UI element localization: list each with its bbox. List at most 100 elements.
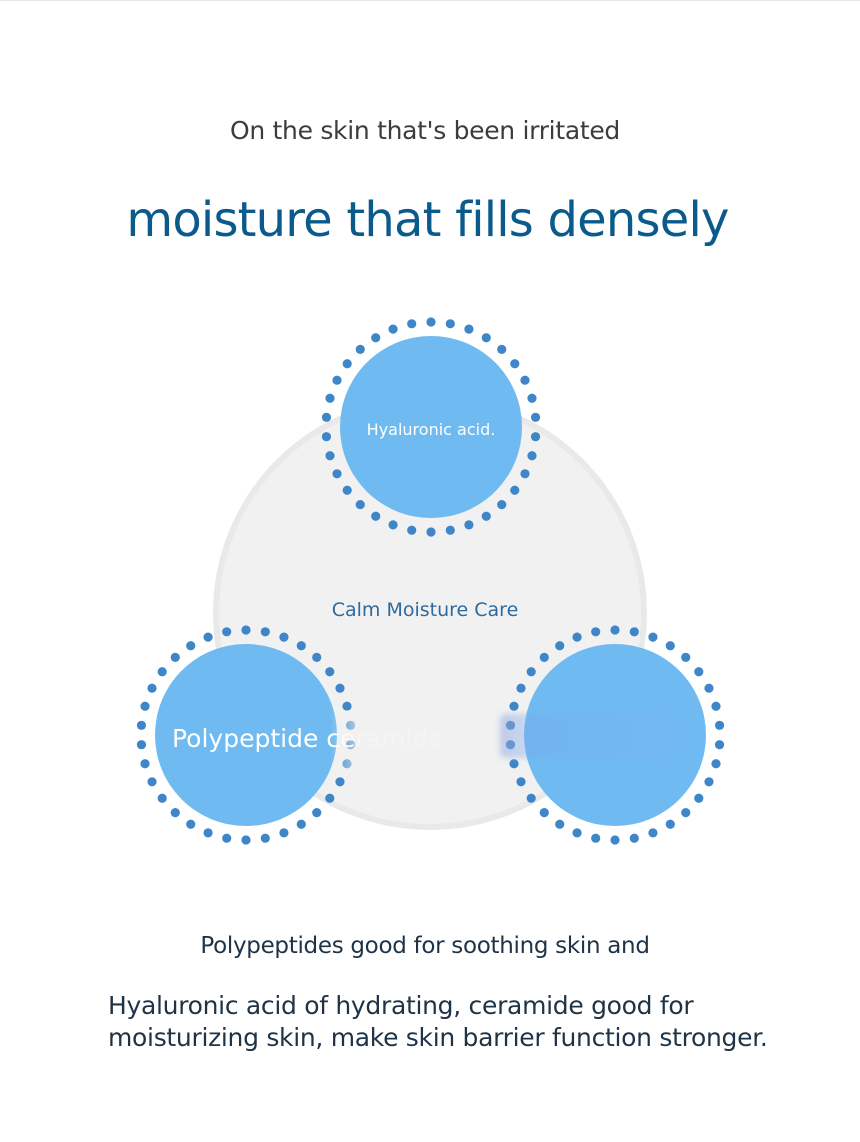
ring-dot-polypeptide <box>203 632 213 642</box>
ring-dot-hyaluronic <box>481 511 491 521</box>
description-line-1: Polypeptides good for soothing skin and <box>200 933 650 959</box>
ring-dot-ceramide <box>665 819 675 829</box>
ring-dot-ceramide <box>665 641 675 651</box>
ring-dot-polypeptide <box>157 667 167 677</box>
ring-dot-ceramide <box>629 833 639 843</box>
ring-dot-hyaluronic <box>321 412 332 422</box>
ring-dot-polypeptide <box>186 641 196 651</box>
ring-dot-polypeptide <box>203 828 213 838</box>
ring-dot-polypeptide <box>147 683 157 693</box>
ring-dot-polypeptide <box>157 793 167 803</box>
ring-dot-polypeptide <box>222 627 232 637</box>
ring-dot-polypeptide <box>335 777 345 787</box>
ring-dot-ceramide <box>591 833 601 843</box>
ring-dot-polypeptide <box>140 759 150 769</box>
ring-dot-ceramide <box>694 793 704 803</box>
ring-dot-polypeptide <box>325 793 335 803</box>
ring-dot-hyaluronic <box>388 520 398 530</box>
ring-dot-ceramide <box>539 808 549 818</box>
ring-dot-polypeptide <box>170 652 180 662</box>
ring-dot-polypeptide <box>241 835 251 845</box>
ring-dot-polypeptide <box>147 777 157 787</box>
ring-dot-polypeptide <box>279 632 289 642</box>
ring-dot-ceramide <box>681 808 691 818</box>
ring-dot-hyaluronic <box>332 375 342 385</box>
ingredient-diagram: Hyaluronic acid. Calm Moisture Care Poly… <box>0 290 860 870</box>
ring-dot-ceramide <box>681 652 691 662</box>
ring-dot-ceramide <box>539 652 549 662</box>
ring-dot-polypeptide <box>241 625 251 635</box>
intro-subtitle: On the skin that's been irritated <box>229 116 620 145</box>
ring-dot-polypeptide <box>222 833 232 843</box>
ring-dot-ceramide <box>704 683 714 693</box>
ring-dot-ceramide <box>714 720 725 730</box>
circle-hyaluronic <box>340 336 522 518</box>
ring-dot-hyaluronic <box>510 359 520 369</box>
ring-dot-hyaluronic <box>445 319 455 329</box>
ring-dot-ceramide <box>555 641 565 651</box>
label-calm-moisture-care: Calm Moisture Care <box>331 599 519 621</box>
ring-dot-hyaluronic <box>325 393 335 403</box>
ring-dot-hyaluronic <box>530 432 541 442</box>
ring-dot-ceramide <box>648 632 658 642</box>
ring-dot-polypeptide <box>342 701 352 711</box>
ring-dot-hyaluronic <box>527 393 537 403</box>
ring-dot-polypeptide <box>296 819 306 829</box>
ring-dot-hyaluronic <box>342 485 352 495</box>
ring-dot-ceramide <box>711 701 721 711</box>
ring-dot-polypeptide <box>170 808 180 818</box>
ring-dot-polypeptide <box>186 819 196 829</box>
ring-dot-polypeptide <box>335 683 345 693</box>
ring-dot-ceramide <box>526 793 536 803</box>
ring-dot-hyaluronic <box>321 432 332 442</box>
label-fade-overlay <box>330 710 460 770</box>
ring-dot-hyaluronic <box>355 344 365 354</box>
ring-dot-hyaluronic <box>325 451 335 461</box>
ring-dot-hyaluronic <box>426 527 436 537</box>
ring-dot-hyaluronic <box>342 359 352 369</box>
ring-dot-hyaluronic <box>445 525 455 535</box>
ring-dot-polypeptide <box>325 667 335 677</box>
ring-dot-hyaluronic <box>332 469 342 479</box>
ring-dot-polypeptide <box>136 720 147 730</box>
ring-dot-ceramide <box>572 632 582 642</box>
ring-dot-ceramide <box>516 777 526 787</box>
ring-dot-ceramide <box>629 627 639 637</box>
ring-dot-polypeptide <box>312 652 322 662</box>
ring-dot-ceramide <box>591 627 601 637</box>
ring-dot-ceramide <box>526 667 536 677</box>
ring-dot-hyaluronic <box>530 412 541 422</box>
ring-dot-hyaluronic <box>481 333 491 343</box>
ring-dot-ceramide <box>610 625 620 635</box>
ring-dot-polypeptide <box>136 740 147 750</box>
right-circle-blurred-label <box>500 714 680 758</box>
ring-dot-hyaluronic <box>510 485 520 495</box>
ingredient-diagram-graphic <box>136 317 725 845</box>
ring-dot-ceramide <box>509 759 519 769</box>
description-line-2: Hyaluronic acid of hydrating, ceramide g… <box>108 991 768 1052</box>
ring-dot-polypeptide <box>312 808 322 818</box>
ring-dot-hyaluronic <box>527 451 537 461</box>
ring-dot-hyaluronic <box>407 525 417 535</box>
ring-dot-hyaluronic <box>464 324 474 334</box>
circle-polypeptide <box>155 644 337 826</box>
ring-dot-hyaluronic <box>464 520 474 530</box>
ring-dot-ceramide <box>572 828 582 838</box>
ring-dot-hyaluronic <box>520 469 530 479</box>
ring-dot-polypeptide <box>296 641 306 651</box>
ring-dot-hyaluronic <box>426 317 436 327</box>
ring-dot-ceramide <box>555 819 565 829</box>
ring-dot-hyaluronic <box>497 344 507 354</box>
ring-dot-polypeptide <box>260 627 270 637</box>
ring-dot-hyaluronic <box>355 500 365 510</box>
ring-dot-ceramide <box>610 835 620 845</box>
ring-dot-ceramide <box>694 667 704 677</box>
ring-dot-polypeptide <box>279 828 289 838</box>
ring-dot-ceramide <box>516 683 526 693</box>
ring-dot-hyaluronic <box>371 333 381 343</box>
ring-dot-hyaluronic <box>388 324 398 334</box>
ring-dot-ceramide <box>509 701 519 711</box>
ring-dot-polypeptide <box>140 701 150 711</box>
label-hyaluronic: Hyaluronic acid. <box>366 420 496 439</box>
ring-dot-hyaluronic <box>407 319 417 329</box>
